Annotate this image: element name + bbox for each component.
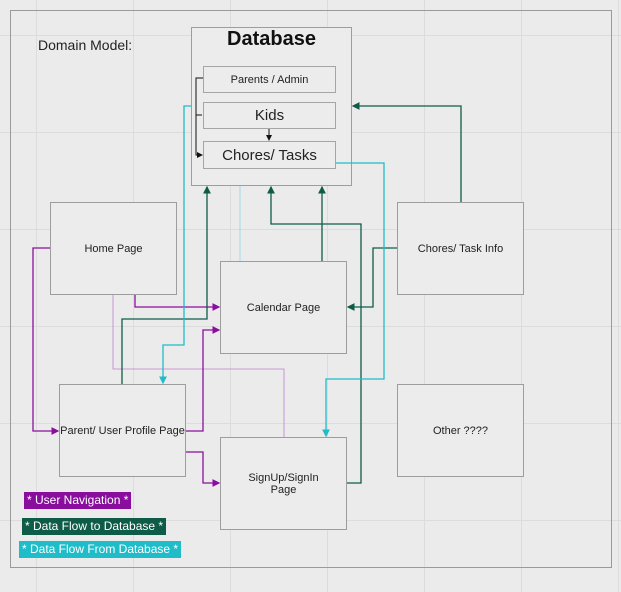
- nav-home-to-calendar: [134, 295, 221, 311]
- entity-chores-tasks[interactable]: Chores/ Tasks: [203, 141, 336, 169]
- legend-flow-to-database: * Data Flow to Database *: [22, 518, 167, 535]
- legend-flow-from-database: * Data Flow From Database *: [19, 541, 182, 558]
- parents-to-chores-arrow: [195, 77, 203, 158]
- other-page-box[interactable]: Other ????: [397, 384, 524, 477]
- profile-page-box[interactable]: Parent/ User Profile Page: [59, 384, 186, 477]
- entity-chores-tasks-label: Chores/ Tasks: [222, 146, 317, 164]
- entity-parents-admin-label: Parents / Admin: [230, 73, 309, 86]
- profile-page-label: Parent/ User Profile Page: [60, 424, 185, 437]
- home-page-box[interactable]: Home Page: [50, 202, 177, 295]
- flow-chores-info-to-db: [351, 102, 462, 202]
- calendar-page-box[interactable]: Calendar Page: [220, 261, 347, 354]
- flow-profile-to-db: [121, 185, 211, 384]
- diagram-frame: [10, 10, 612, 568]
- signup-page-label: SignUp/SignIn Page: [248, 471, 319, 496]
- chores-task-info-label: Chores/ Task Info: [417, 242, 504, 255]
- flow-signup-to-db: [267, 185, 362, 484]
- nav-home-to-profile: [32, 247, 60, 435]
- signup-page-box[interactable]: SignUp/SignIn Page: [220, 437, 347, 530]
- nav-profile-to-signup: [186, 451, 221, 487]
- calendar-page-label: Calendar Page: [246, 301, 321, 314]
- chores-task-info-box[interactable]: Chores/ Task Info: [397, 202, 524, 295]
- database-title: Database: [227, 28, 316, 50]
- legend-user-navigation: * User Navigation *: [24, 492, 132, 509]
- flow-db-to-profile: [159, 105, 191, 385]
- nav-profile-to-calendar: [186, 326, 221, 432]
- flow-db-to-signup: [322, 162, 385, 438]
- home-page-label: Home Page: [84, 242, 143, 255]
- other-page-label: Other ????: [432, 424, 489, 437]
- entity-parents-admin[interactable]: Parents / Admin: [203, 66, 336, 93]
- entity-kids-label: Kids: [254, 107, 285, 124]
- flow-chores-info-to-calendar: [346, 247, 397, 311]
- nav-home-to-signup-thin: [112, 295, 285, 437]
- entity-kids[interactable]: Kids: [203, 102, 336, 129]
- domain-model-label: Domain Model:: [38, 37, 133, 53]
